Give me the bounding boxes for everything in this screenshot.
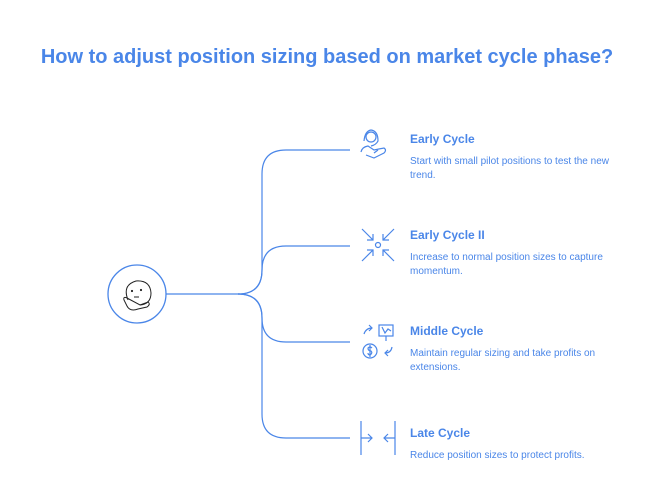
phase-title: Early Cycle	[410, 132, 475, 146]
money-chart-exchange-icon	[362, 324, 394, 359]
compress-arrows-icon	[360, 421, 396, 455]
phase-description: Reduce position sizes to protect profits…	[410, 450, 585, 461]
thinking-face-icon	[107, 264, 167, 324]
phase-late-cycle: Late Cycle Reduce position sizes to prot…	[410, 426, 610, 463]
converge-arrows-icon	[361, 228, 395, 262]
phase-title: Middle Cycle	[410, 324, 484, 338]
phase-title: Late Cycle	[410, 426, 471, 440]
phase-description: Maintain regular sizing and take profits…	[410, 348, 596, 373]
phase-early-cycle: Early Cycle Start with small pilot posit…	[410, 132, 610, 183]
phase-description: Start with small pilot positions to test…	[410, 156, 609, 181]
phase-description: Increase to normal position sizes to cap…	[410, 252, 603, 277]
phase-early-cycle-ii: Early Cycle II Increase to normal positi…	[410, 228, 610, 279]
phase-middle-cycle: Middle Cycle Maintain regular sizing and…	[410, 324, 610, 375]
page-title: How to adjust position sizing based on m…	[40, 46, 614, 68]
person-hand-icon	[360, 129, 387, 159]
phase-title: Early Cycle II	[410, 228, 485, 242]
